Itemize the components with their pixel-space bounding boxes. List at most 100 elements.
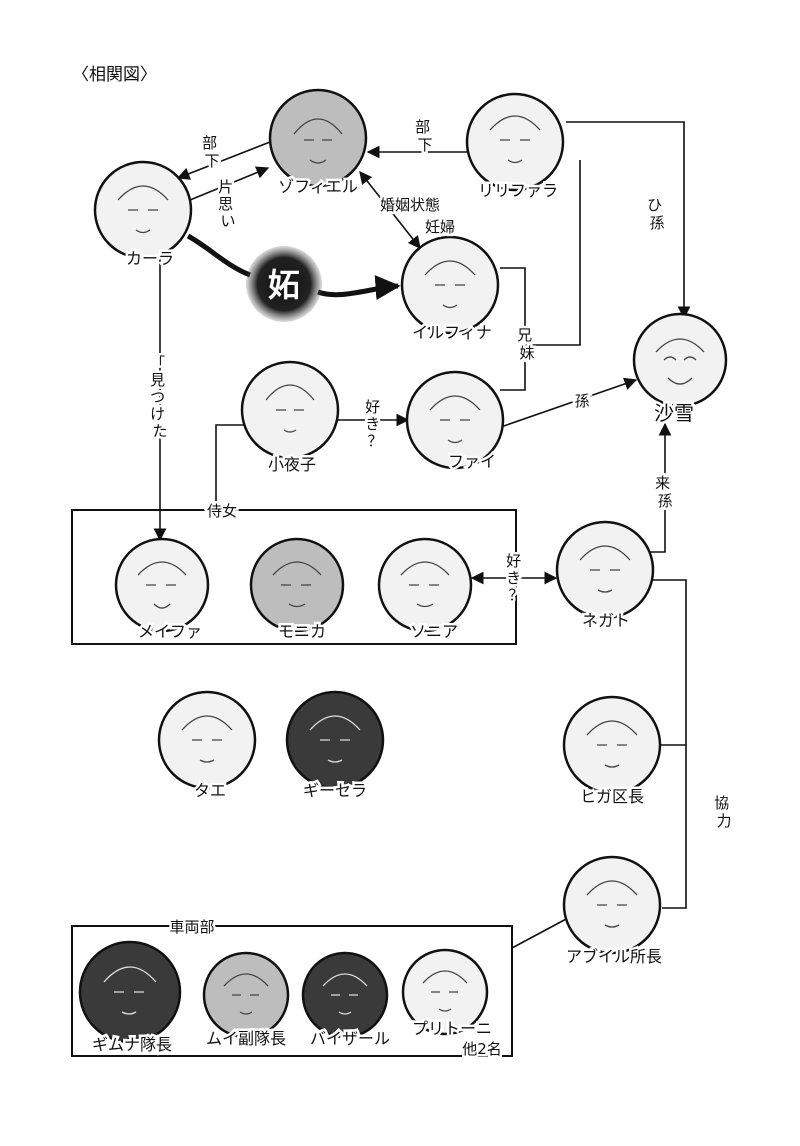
label-negato: ネガト [582, 611, 630, 630]
node-ririfara [465, 92, 565, 192]
label-gisera: ギーセラ [303, 781, 367, 800]
rel-mitsuketa-char2: 見 [150, 371, 165, 389]
rel-himago-char2: 孫 [649, 214, 664, 232]
node-fai [405, 370, 505, 470]
irufina-face-sketch [424, 260, 476, 309]
node-higa [562, 695, 662, 795]
node-sofiel [268, 88, 368, 188]
puritoni-face-sketch [422, 970, 468, 1012]
jealousy-cloud [246, 246, 322, 322]
irufina-portrait [400, 235, 500, 335]
sayuki-face-sketch [655, 338, 705, 385]
jealousy-label: 妬 [268, 266, 300, 304]
ririfara-to-sayuki-line [566, 121, 691, 320]
rel-mitsuketa-char5: た [152, 422, 167, 440]
node-tae [157, 690, 257, 790]
node-kara [93, 160, 193, 260]
sofiel-portrait [268, 88, 368, 188]
rel-buka-left: 部 下 [202, 134, 222, 170]
sayuki-portrait [632, 312, 728, 408]
label-irufina: イルフィナ [412, 323, 492, 342]
abil-portrait [562, 855, 662, 955]
node-sayoko [240, 360, 340, 460]
fai-bracket [500, 345, 526, 391]
label-tae: タエ [194, 781, 226, 800]
rel-konin: 婚姻状態 [380, 196, 440, 214]
monika-face-sketch [272, 561, 322, 608]
node-baizar [301, 951, 389, 1039]
rel-kataomoi: 片 思 い [218, 178, 238, 230]
label-sayuki: 沙雪 [654, 401, 694, 425]
label-sonia: ソニア [410, 622, 458, 641]
relation-labels: 部 下 部 下 片 思 い 婚姻状態 妊婦 ひ 孫 兄 妹 「 見 [148, 116, 734, 1061]
rel-kyodai: 兄 妹 [517, 326, 537, 362]
label-meifa: メイファ [138, 622, 202, 641]
puritoni-portrait [401, 948, 489, 1036]
maid-group-box [71, 509, 517, 645]
kara-to-sofiel-line [189, 166, 270, 201]
rel-raison-char1: 来 [655, 474, 670, 492]
negato-face-sketch [579, 545, 631, 593]
rel-kyoryoku-char2: 力 [716, 812, 731, 830]
ririfara-face-sketch [489, 115, 541, 164]
jealousy-arrow [186, 233, 398, 295]
rel-mitsuketa-char4: け [150, 405, 165, 423]
label-ririfara: リリファラ [478, 181, 558, 200]
node-monika [249, 537, 345, 633]
group-sharyobu: 車両部 [169, 918, 214, 936]
label-monika: モニカ [278, 622, 326, 641]
rel-kyoryoku-char1: 協 [714, 794, 729, 812]
rel-suki-sonia: 好 き ？ [506, 552, 526, 604]
sofiel-irufina-line [359, 170, 421, 250]
rel-jijo: 侍女 [207, 502, 237, 520]
node-irufina [400, 235, 500, 335]
label-sofiel: ゾフィエル [278, 177, 358, 196]
sonia-portrait [377, 537, 473, 633]
baizar-face-sketch [322, 973, 368, 1015]
character-labels: ゾフィエル リリファラ カーラ イルフィナ 沙雪 小夜子 ファイ メイファ モニ… [89, 175, 696, 1057]
higa-portrait [562, 695, 662, 795]
rel-buka-left-char2: 下 [204, 152, 219, 170]
rel-suki-sayoko-char2: き [365, 415, 380, 433]
rel-kataomoi-char2: 思 [218, 195, 233, 213]
cooperation-bracket [652, 579, 687, 909]
rel-buka-left-char1: 部 [202, 134, 217, 152]
gisera-face-sketch [309, 715, 361, 763]
negato-to-sayuki-line [650, 422, 672, 553]
meifa-face-sketch [137, 561, 187, 609]
mui-portrait [202, 951, 290, 1039]
ririfara-portrait [465, 92, 565, 192]
sayoko-face-sketch [265, 384, 315, 433]
negato-portrait [555, 520, 655, 620]
rel-suki-sayoko-char3: ？ [367, 432, 382, 450]
abil-face-sketch [586, 880, 638, 928]
tae-face-sketch [181, 715, 233, 763]
rel-suki-sonia-char3: ？ [508, 586, 523, 604]
connections [153, 121, 691, 949]
node-gimuna [78, 940, 182, 1044]
rel-mago: 孫 [574, 392, 589, 410]
fai-to-sayuki-line [497, 377, 638, 429]
rel-raison: 来 孫 [655, 474, 675, 510]
kara-face-sketch [117, 185, 169, 234]
diagram-title: 〈相関図〉 [72, 65, 157, 85]
node-sayuki [632, 312, 728, 408]
gimuna-portrait [78, 940, 182, 1044]
kara-portrait [93, 160, 193, 260]
rel-suki-sayoko-char1: 好 [365, 398, 380, 416]
sonia-face-sketch [400, 561, 450, 608]
rel-kataomoi-char3: い [220, 212, 235, 230]
fai-portrait [405, 370, 505, 470]
rel-kyoryoku: 協 力 [714, 794, 734, 830]
monika-portrait [249, 537, 345, 633]
rel-mitsuketa-char1: 「 [150, 354, 165, 372]
sofiel-face-sketch [293, 118, 343, 164]
node-meifa [114, 537, 210, 633]
group-others: 他2名 [462, 1040, 502, 1058]
rel-kyodai-char1: 兄 [517, 326, 532, 344]
rel-ninpu: 妊婦 [425, 218, 455, 236]
rel-buka-right-char1: 部 [415, 118, 430, 136]
rel-raison-char2: 孫 [657, 492, 672, 510]
fai-face-sketch [429, 395, 481, 444]
label-abil: アブイル所長 [566, 947, 662, 966]
